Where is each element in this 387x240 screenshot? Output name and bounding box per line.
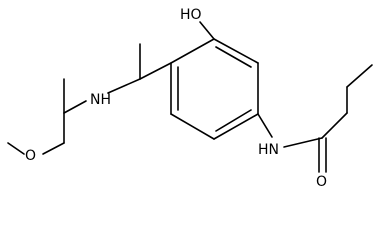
amine-side-chain: [7, 43, 172, 155]
hydroxyl-bond: [199, 21, 215, 40]
ring-bond-3: [213, 113, 259, 140]
ring-bond-6: [170, 38, 215, 64]
hydroxyl-label: HO: [180, 7, 202, 23]
butanamide-chain: [257, 64, 373, 173]
ring-double-bond-1: [215, 46, 252, 68]
ring-bond-1: [213, 38, 259, 64]
nh-to-carbonyl-bond: [283, 137, 323, 148]
secondary-amine-label: NH: [90, 92, 111, 108]
ch-to-nh-bond: [107, 78, 141, 94]
methoxy-oxygen-label: O: [25, 148, 36, 164]
carbonyl-oxygen-label: O: [316, 174, 327, 189]
ring-double-bond-2: [215, 109, 252, 132]
carbonyl-to-ch2-bond: [321, 112, 348, 139]
ring-bond-4: [170, 113, 215, 140]
ch2-to-o-bond: [42, 142, 65, 155]
nh-to-ch-bond: [63, 100, 87, 114]
benzene-ring: [170, 38, 259, 140]
ring-to-ch-bond: [139, 62, 172, 80]
ring-to-nh-bond: [257, 113, 273, 138]
amide-nitrogen-label: HN: [258, 142, 279, 158]
ch2-to-ch3-bond: [346, 64, 373, 88]
o-to-methyl-bond: [7, 142, 25, 155]
molecule-structure: HO NH HN O O: [7, 7, 373, 189]
